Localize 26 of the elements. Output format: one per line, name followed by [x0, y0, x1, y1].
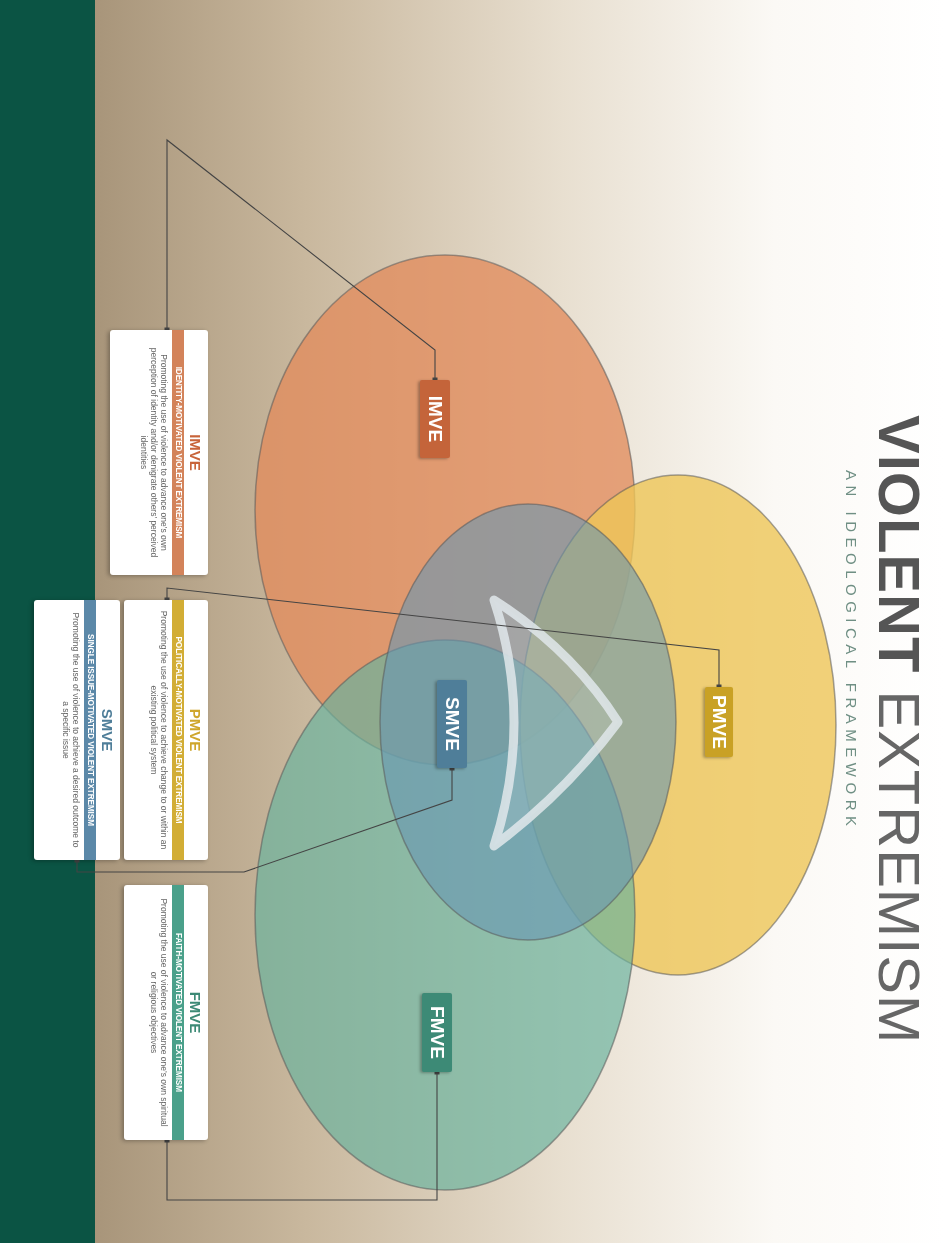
- circle-label: FMVE: [422, 993, 452, 1072]
- subtitle: AN IDEOLOGICAL FRAMEWORK: [843, 470, 860, 832]
- definition-card: [34, 600, 120, 860]
- circle-label: SMVE: [437, 680, 467, 768]
- card-description: Promoting the use of violence to achieve a desired outcome to a specific issue: [61, 611, 81, 850]
- card-description: Promoting the use of violence to advance one’s own spiritual or religious objectives: [149, 897, 169, 1129]
- circle-label: PMVE: [705, 687, 733, 757]
- leader-line: [164, 1069, 440, 1201]
- definition-card: [124, 885, 208, 1140]
- leader-line: [74, 765, 455, 873]
- category-heading: SINGLE ISSUE-MOTIVATED VIOLENT EXTREMISM: [84, 600, 96, 860]
- card-title: PMVE: [187, 708, 204, 752]
- circle-label: IMVE: [420, 380, 450, 458]
- card-title: IMVE: [187, 434, 204, 471]
- definition-card: [110, 330, 208, 575]
- category-heading: IDENTITY-MOTIVATED VIOLENT EXTREMISM: [172, 330, 184, 575]
- definition-card: [124, 600, 208, 860]
- title: VIOLENT EXTREMISM: [868, 415, 930, 1045]
- card-title: SMVE: [99, 708, 116, 752]
- leader-line: [164, 587, 722, 690]
- category-heading: FAITH-MOTIVATED VIOLENT EXTREMISM: [172, 885, 184, 1140]
- card-description: Promoting the use of violence to achieve change to or within an existing political system: [149, 609, 169, 852]
- category-heading: POLITICALLY-MOTIVATED VIOLENT EXTREMISM: [172, 600, 184, 860]
- card-description: Promoting the use of violence to advance one’s own perception of identity and/or denigrate others’ perceived identities: [139, 346, 169, 560]
- leader-line: [164, 138, 438, 383]
- card-title: FMVE: [187, 991, 204, 1034]
